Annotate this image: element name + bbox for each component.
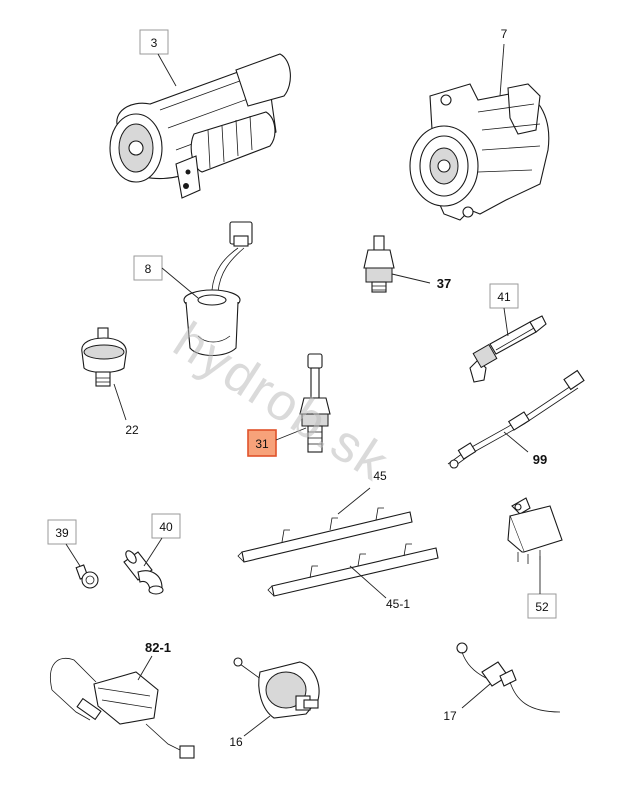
sensor-8[interactable] xyxy=(183,221,253,357)
label-41-text: 41 xyxy=(497,290,511,304)
label-3-text: 3 xyxy=(151,36,158,50)
label-99-text: 99 xyxy=(533,452,547,467)
glow-plug-41[interactable] xyxy=(469,315,547,383)
label-16: 16 xyxy=(229,735,243,749)
label-31-text: 31 xyxy=(255,437,269,451)
elbow-40[interactable] xyxy=(123,549,164,595)
bolt-39[interactable] xyxy=(75,564,99,589)
label-82-1-text: 82-1 xyxy=(145,640,171,655)
label-39: 39 xyxy=(47,519,77,545)
label-52: 52 xyxy=(527,593,557,619)
label-37: 37 xyxy=(437,276,451,291)
label-16-text: 16 xyxy=(229,735,243,749)
switch-37[interactable] xyxy=(363,235,395,293)
bracket-45[interactable] xyxy=(237,507,413,563)
relay-52[interactable] xyxy=(507,497,563,564)
sensor-17[interactable] xyxy=(456,642,561,713)
label-31: 31 xyxy=(247,429,277,457)
bracket-45-1[interactable] xyxy=(267,543,439,597)
label-45-1-text: 45-1 xyxy=(386,597,410,611)
pressure-switch-22[interactable] xyxy=(81,327,127,387)
label-17-text: 17 xyxy=(443,709,457,723)
label-22: 22 xyxy=(125,423,139,437)
label-52-text: 52 xyxy=(535,600,549,614)
label-7: 7 xyxy=(501,27,508,41)
label-82-1: 82-1 xyxy=(145,640,171,655)
label-7-text: 7 xyxy=(501,27,508,41)
label-40-text: 40 xyxy=(159,520,173,534)
label-99: 99 xyxy=(533,452,547,467)
alternator[interactable] xyxy=(409,83,550,221)
label-40: 40 xyxy=(151,513,181,539)
label-22-text: 22 xyxy=(125,423,139,437)
sender-31[interactable] xyxy=(299,353,331,453)
starter-motor[interactable] xyxy=(109,53,291,199)
harness-82-1[interactable] xyxy=(50,658,195,759)
label-37-text: 37 xyxy=(437,276,451,291)
label-39-text: 39 xyxy=(55,526,69,540)
label-45: 45 xyxy=(373,469,387,483)
label-8-text: 8 xyxy=(145,262,152,276)
sensor-cable-99[interactable] xyxy=(447,369,585,469)
label-8: 8 xyxy=(133,255,163,281)
watermark-text: hydrob.sk xyxy=(163,311,399,492)
label-45-text: 45 xyxy=(373,469,387,483)
label-45-1: 45-1 xyxy=(386,597,410,611)
label-3: 3 xyxy=(139,29,169,55)
label-41: 41 xyxy=(489,283,519,309)
label-17: 17 xyxy=(443,709,457,723)
actuator-16[interactable] xyxy=(233,657,320,719)
